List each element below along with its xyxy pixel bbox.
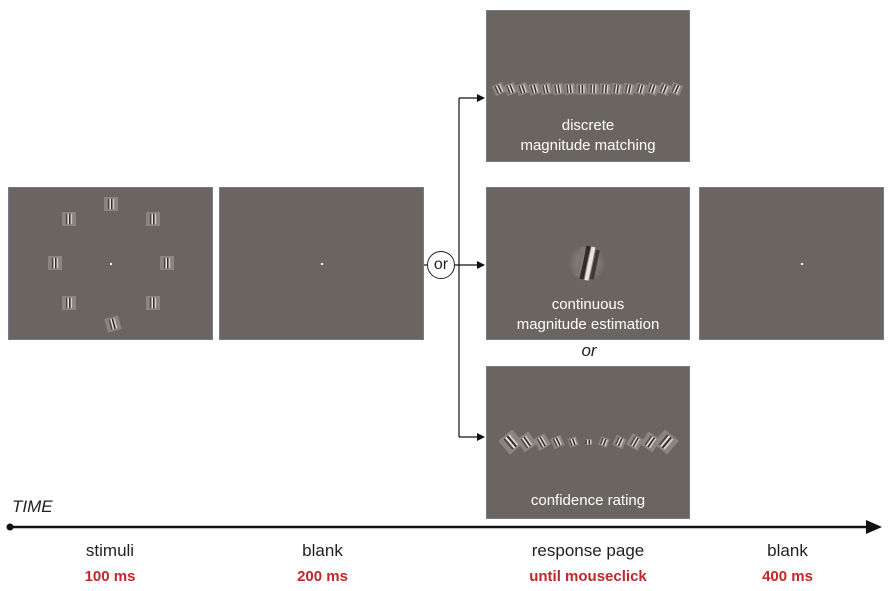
discrete-gabor-3 bbox=[515, 82, 530, 96]
fixation-dot bbox=[801, 263, 803, 265]
confidence-gabor-row bbox=[498, 429, 679, 455]
continuous-line-1: continuous bbox=[551, 296, 625, 313]
confidence-gabor-1 bbox=[498, 429, 524, 455]
phase-label-blank-2: blank bbox=[767, 541, 808, 560]
confidence-gabor-11 bbox=[653, 429, 679, 455]
discrete-gabor-8 bbox=[575, 83, 588, 95]
discrete-gabor-9 bbox=[587, 83, 600, 95]
stimuli-gabor-ring bbox=[48, 197, 174, 333]
phase-duration-blank-1: 200 ms bbox=[297, 568, 348, 585]
discrete-gabor-5 bbox=[539, 82, 553, 96]
response-screen-continuous: continuous magnitude estimation bbox=[486, 187, 690, 340]
discrete-gabor-14 bbox=[645, 82, 660, 96]
discrete-gabor-10 bbox=[599, 83, 612, 95]
phase-label-blank-1: blank bbox=[302, 541, 343, 560]
or-label: or bbox=[581, 341, 597, 360]
stimulus-gabor-2 bbox=[146, 212, 160, 226]
response-screen-confidence: confidence rating bbox=[486, 366, 690, 519]
confidence-gabor-2 bbox=[516, 431, 537, 453]
discrete-gabor-1 bbox=[491, 81, 507, 97]
discrete-gabor-7 bbox=[563, 83, 576, 95]
discrete-gabor-row bbox=[491, 81, 684, 97]
discrete-gabor-2 bbox=[503, 81, 518, 97]
stimulus-gabor-1 bbox=[104, 197, 118, 211]
phase-label-response: response page bbox=[531, 541, 645, 560]
phase-label-stimuli: stimuli bbox=[85, 541, 135, 560]
confidence-gabor-6 bbox=[585, 439, 592, 445]
confidence-gabor-9 bbox=[626, 433, 644, 451]
time-axis-label: TIME bbox=[12, 497, 53, 516]
discrete-gabor-16 bbox=[668, 81, 684, 97]
discrete-line-2: magnitude matching bbox=[520, 137, 656, 154]
blank-screen-2 bbox=[699, 187, 884, 340]
response-screen-discrete: discrete magnitude matching bbox=[486, 10, 690, 162]
confidence-gabor-4 bbox=[550, 434, 565, 450]
stimulus-gabor-3 bbox=[160, 256, 174, 270]
blank-screen-1 bbox=[219, 187, 424, 340]
discrete-gabor-4 bbox=[527, 82, 542, 96]
confidence-label: confidence rating bbox=[530, 492, 646, 509]
confidence-gabor-3 bbox=[533, 433, 551, 451]
fixation-dot bbox=[321, 263, 323, 265]
discrete-line-1: discrete bbox=[561, 117, 615, 134]
continuous-gabor bbox=[564, 240, 610, 286]
confidence-gabor-5 bbox=[567, 436, 579, 448]
confidence-gabor-8 bbox=[612, 434, 627, 450]
discrete-gabor-11 bbox=[610, 82, 624, 96]
stimuli-screen bbox=[8, 187, 213, 340]
stimulus-gabor-6 bbox=[62, 296, 76, 310]
fixation-dot bbox=[110, 263, 112, 265]
phase-duration-response: until mouseclick bbox=[529, 568, 647, 585]
discrete-gabor-6 bbox=[551, 82, 565, 96]
confidence-gabor-7 bbox=[598, 436, 610, 448]
phase-duration-stimuli: 100 ms bbox=[84, 568, 136, 585]
discrete-gabor-12 bbox=[622, 82, 636, 96]
stimulus-gabor-8 bbox=[62, 212, 76, 226]
confidence-gabor-10 bbox=[640, 431, 661, 453]
discrete-gabor-13 bbox=[633, 82, 648, 96]
phase-duration-blank-2: 400 ms bbox=[762, 568, 813, 585]
stimulus-gabor-4 bbox=[146, 296, 160, 310]
continuous-line-2: magnitude estimation bbox=[516, 316, 660, 333]
stimulus-gabor-5 bbox=[104, 315, 122, 333]
discrete-gabor-15 bbox=[657, 81, 672, 97]
stimulus-gabor-7 bbox=[48, 256, 62, 270]
or-circle-label: or bbox=[427, 251, 455, 279]
